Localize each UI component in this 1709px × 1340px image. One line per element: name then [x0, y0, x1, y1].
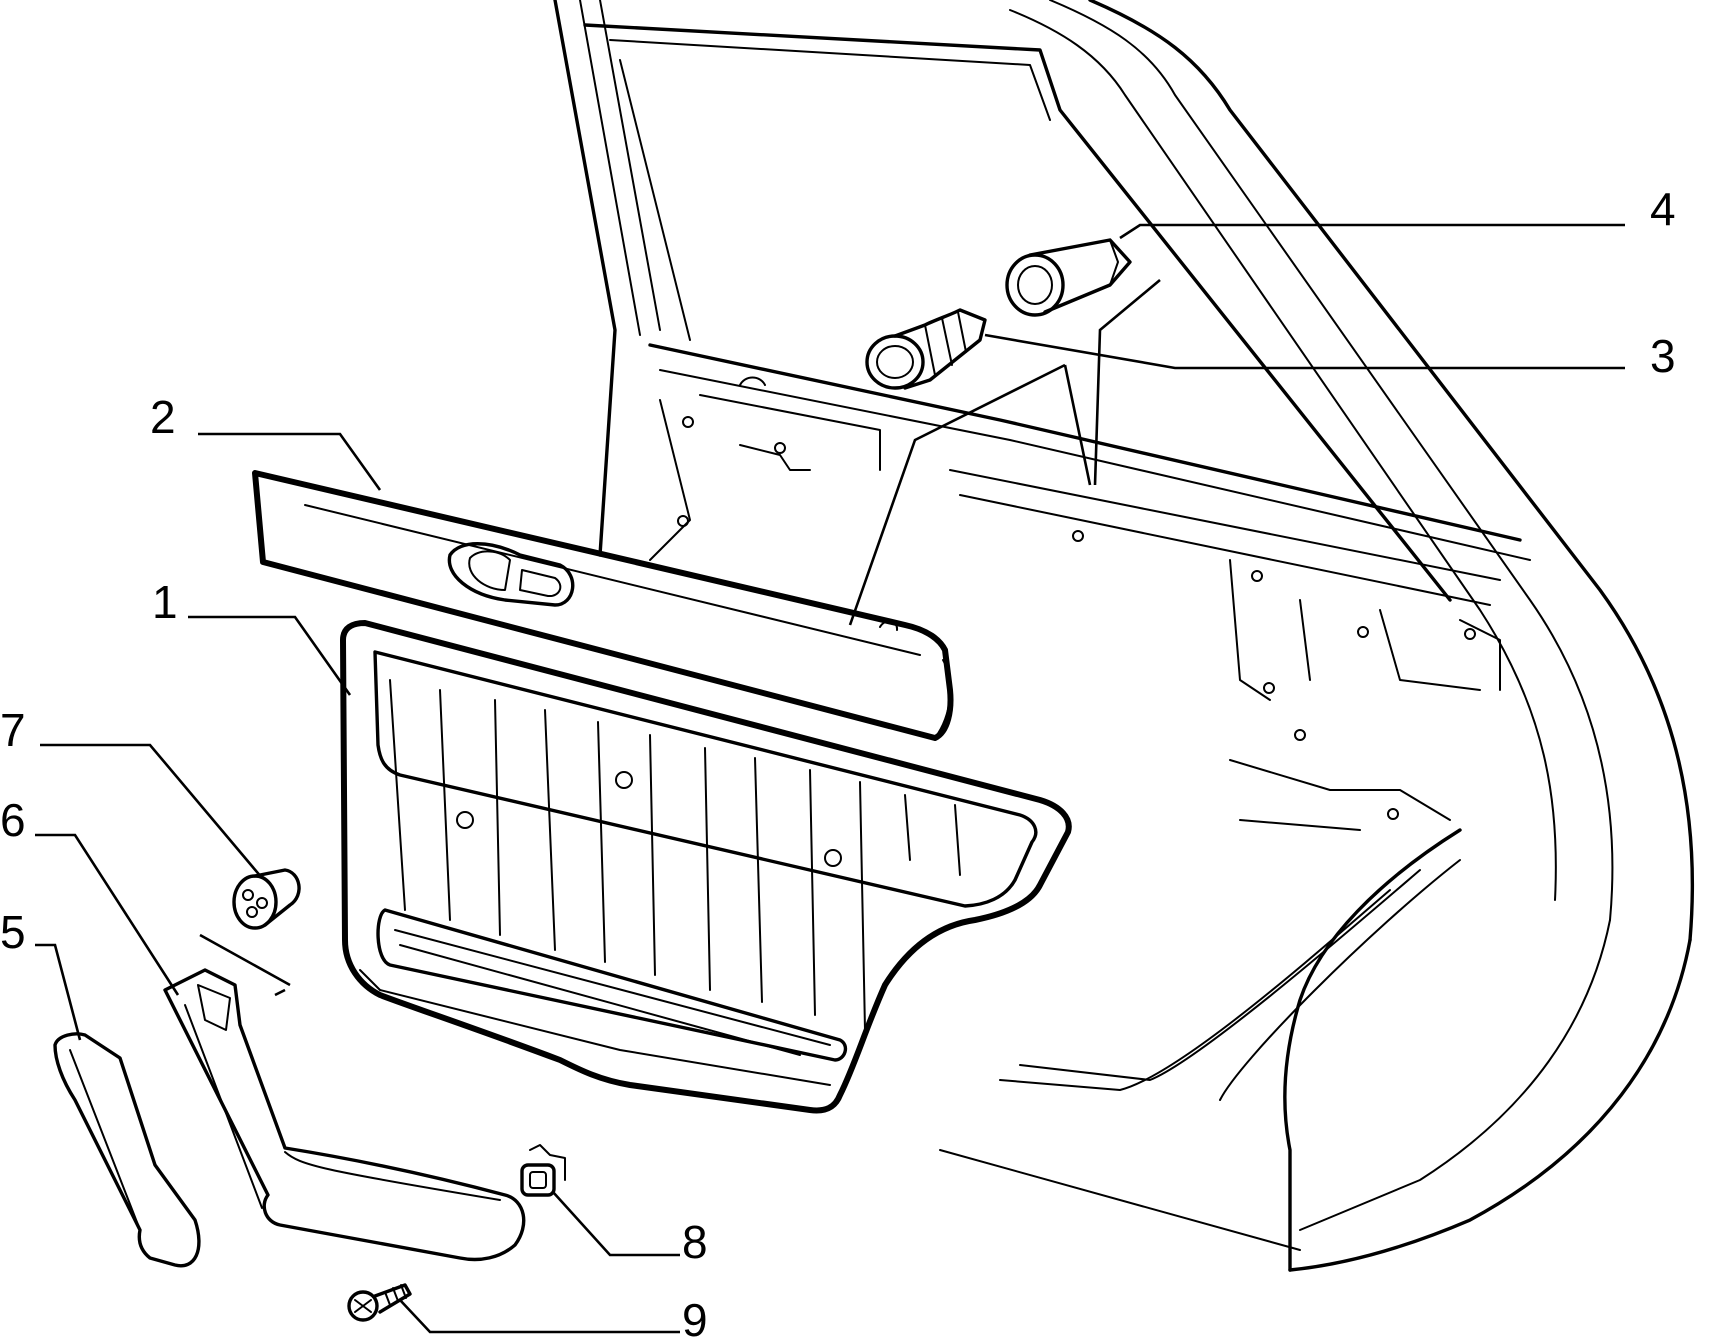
- callout-9: 9: [682, 1294, 708, 1340]
- push-clip: [1005, 238, 1132, 317]
- callout-5: 5: [0, 906, 26, 958]
- callout-3: 3: [1650, 330, 1676, 382]
- clip-nut: [520, 1144, 566, 1197]
- screw: [347, 1283, 412, 1322]
- grip-cover: [53, 1032, 201, 1268]
- callout-2: 2: [150, 391, 176, 443]
- callout-8: 8: [682, 1216, 708, 1268]
- callout-7: 7: [0, 704, 26, 756]
- ribbed-clip: [865, 308, 987, 390]
- callout-1: 1: [152, 576, 178, 628]
- door-trim-panel: [340, 620, 1072, 1114]
- small-fastener: [232, 868, 301, 930]
- upper-trim-strip: [252, 470, 954, 741]
- callout-4: 4: [1650, 183, 1676, 235]
- armrest: [163, 968, 526, 1262]
- callout-6: 6: [0, 794, 26, 846]
- leader-lines: [35, 223, 1625, 1334]
- door-body-frame: [553, 0, 1695, 1272]
- callout-labels: 1 2 3 4 5 6 7 8 9: [0, 183, 1676, 1340]
